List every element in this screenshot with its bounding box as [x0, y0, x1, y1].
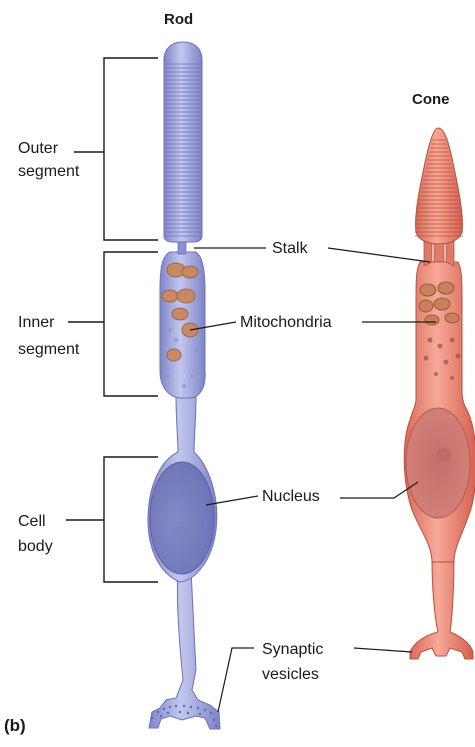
brackets [66, 58, 158, 582]
label-inner-1: Inner [18, 313, 54, 333]
label-inner-2: segment [18, 340, 79, 360]
label-stalk: Stalk [272, 239, 308, 259]
rod-cell [148, 42, 220, 729]
label-outer-2: segment [18, 162, 79, 182]
cone-outer-segment [416, 128, 463, 244]
label-synaptic-2: vesicles [262, 665, 319, 685]
cone-nucleus [406, 408, 470, 518]
cone-title: Cone [412, 90, 450, 110]
label-outer-1: Outer [18, 139, 58, 159]
rod-nucleus [150, 462, 214, 574]
cone-axon [410, 560, 473, 659]
synaptic-leader-cone [354, 648, 412, 652]
bracket-outer-segment [104, 58, 158, 240]
cone-cell [404, 128, 475, 659]
bracket-inner-segment [104, 252, 158, 396]
synaptic-leader-rod [218, 648, 254, 712]
label-mitochondria: Mitochondria [240, 313, 332, 333]
label-cell-2: body [18, 537, 53, 557]
rod-title: Rod [164, 10, 193, 30]
label-nucleus: Nucleus [262, 487, 320, 507]
stalk-leader-cone [328, 248, 430, 262]
label-cell-1: Cell [18, 512, 46, 532]
label-synaptic-1: Synaptic [262, 640, 323, 660]
panel-label: (b) [4, 716, 26, 736]
